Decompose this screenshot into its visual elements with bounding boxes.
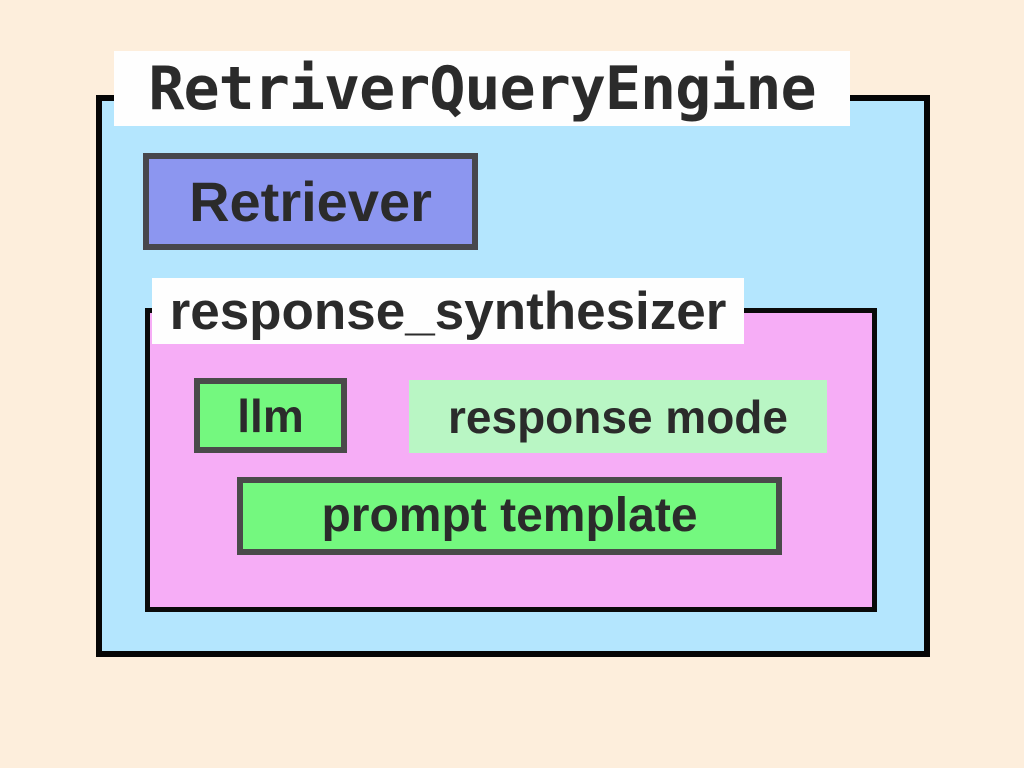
prompt-template-box: prompt template <box>237 477 782 555</box>
llm-label: llm <box>237 389 304 442</box>
llm-box: llm <box>194 378 347 453</box>
response-synthesizer-box <box>145 308 877 612</box>
response-mode-box: response mode <box>409 380 827 453</box>
response-synthesizer-title: response_synthesizer <box>152 278 744 344</box>
response-mode-label: response mode <box>448 390 788 443</box>
prompt-template-label: prompt template <box>321 489 698 542</box>
retriever-label: Retriever <box>189 169 432 233</box>
retriver-query-engine-title: RetriverQueryEngine <box>114 51 850 126</box>
retriever-box: Retriever <box>143 153 478 250</box>
